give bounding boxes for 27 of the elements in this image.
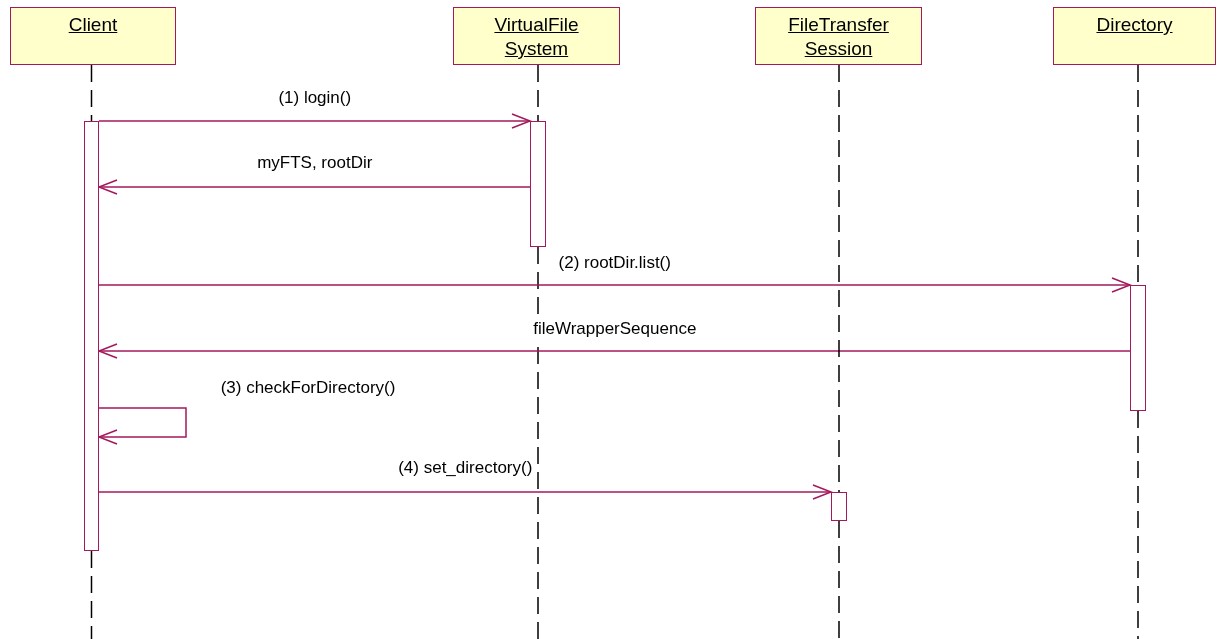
- activation-bar: [831, 492, 847, 521]
- message-label: (3) checkForDirectory(): [220, 378, 396, 398]
- object-name: Client: [68, 13, 118, 37]
- message-arrow: [98, 484, 832, 500]
- message-label: (4) set_directory(): [398, 458, 533, 478]
- activation-bar: [530, 121, 546, 247]
- object-box: [453, 7, 620, 65]
- object-name: Directory: [1096, 13, 1173, 37]
- object-box: [1053, 7, 1216, 65]
- lifeline: [90, 64, 93, 122]
- lifeline: [537, 64, 539, 122]
- self-message-arrow: [98, 407, 187, 445]
- message-label: (1) login(): [278, 88, 352, 108]
- object-box: [10, 7, 176, 65]
- message-arrow: [98, 179, 531, 195]
- object-box: [755, 7, 922, 65]
- message-arrow: [98, 343, 1131, 359]
- message-arrow: [98, 113, 531, 129]
- object-name: FileTransfer Session: [787, 13, 890, 61]
- lifeline: [838, 64, 840, 493]
- activation-bar: [1130, 285, 1146, 411]
- message-label: (2) rootDir.list(): [558, 253, 671, 273]
- activation-bar: [84, 121, 99, 551]
- object-name: VirtualFile System: [493, 13, 580, 61]
- message-label: fileWrapperSequence: [533, 319, 697, 339]
- message-arrow: [98, 277, 1131, 293]
- message-label: myFTS, rootDir: [257, 153, 373, 173]
